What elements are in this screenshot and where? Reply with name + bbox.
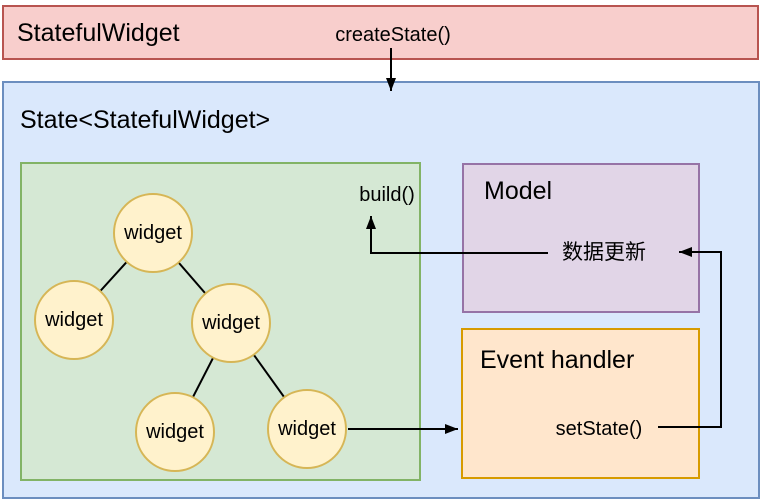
event-handler-box: Event handler setState() [461,328,700,479]
widget-node-bottom-left: widget [135,392,215,472]
stateful-widget-box: StatefulWidget createState() [2,5,759,60]
create-state-label: createState() [335,24,451,46]
model-title: Model [484,177,553,205]
widget-node-bottom-right: widget [267,389,347,469]
widget-node-middle: widget [191,283,271,363]
model-box: Model 数据更新 [462,163,700,313]
set-state-label: setState() [555,418,643,440]
event-handler-title: Event handler [480,346,635,374]
widget-node-root: widget [113,193,193,273]
widget-node-label: widget [124,221,182,244]
widget-node-label: widget [202,311,260,334]
build-label: build() [359,184,415,206]
state-box-title: State<StatefulWidget> [20,106,271,134]
widget-node-label: widget [146,420,204,443]
widget-node-label: widget [278,417,336,440]
data-update-label: 数据更新 [562,241,646,264]
widget-node-label: widget [45,308,103,331]
widget-node-left: widget [34,280,114,360]
stateful-widget-title: StatefulWidget [17,19,180,47]
